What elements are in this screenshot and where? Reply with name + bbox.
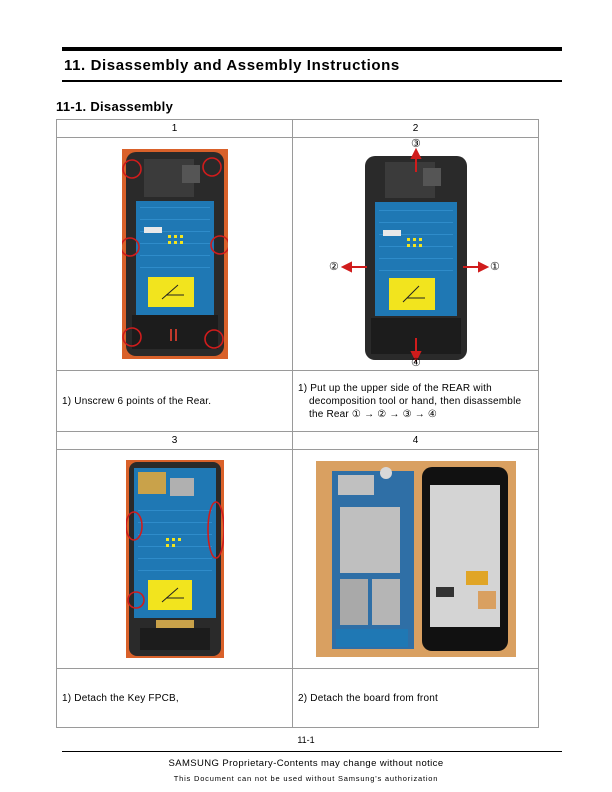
step-2-caption: 1) Put up the upper side of the REAR wit…: [292, 370, 539, 432]
title-rule: [62, 80, 562, 82]
caption-line: decomposition tool or hand, then disasse…: [309, 395, 522, 407]
photo-row: [56, 449, 539, 669]
photo-row: ③ ② ① ④: [56, 137, 539, 371]
rear-screws-photo: [121, 149, 228, 359]
arrow-label-top: ③: [411, 138, 421, 150]
rear-removal-photo: [363, 154, 469, 362]
arrow-label-right: ①: [490, 261, 500, 273]
step-number-row: 3 4: [56, 431, 539, 450]
step-number: 4: [292, 431, 539, 450]
footer-authorization-notice: This Document can not be used without Sa…: [173, 774, 439, 783]
step-number: 3: [56, 431, 293, 450]
step-3-caption: 1) Detach the Key FPCB,: [56, 668, 293, 728]
section-title: 11-1. Disassembly: [56, 99, 174, 114]
step-number: 1: [56, 119, 293, 138]
page-number: 11-1: [297, 735, 315, 745]
step-3-photo-cell: [56, 449, 293, 669]
caption-line: 2) Detach the board from front: [298, 692, 438, 704]
caption-row: 1) Unscrew 6 points of the Rear. 1) Put …: [56, 370, 539, 432]
step-number-row: 1 2: [56, 119, 539, 138]
footer-proprietary-notice: SAMSUNG Proprietary-Contents may change …: [168, 758, 444, 769]
caption-line: 1) Detach the Key FPCB,: [62, 692, 179, 704]
caption-row: 1) Detach the Key FPCB, 2) Detach the bo…: [56, 668, 539, 728]
caption-line: the Rear ① → ② → ③ → ④: [309, 408, 438, 420]
step-2-photo-cell: ③ ② ① ④: [292, 137, 539, 371]
step-1-caption: 1) Unscrew 6 points of the Rear.: [56, 370, 293, 432]
footer-rule: [62, 751, 562, 752]
step-4-caption: 2) Detach the board from front: [292, 668, 539, 728]
disassembly-table: 1 2: [56, 119, 539, 728]
caption-line: 1) Put up the upper side of the REAR wit…: [298, 382, 492, 394]
arrow-label-bottom: ④: [411, 357, 421, 369]
caption-line: 1) Unscrew 6 points of the Rear.: [62, 395, 212, 407]
key-fpcb-photo: [125, 460, 224, 658]
step-number: 2: [292, 119, 539, 138]
top-rule: [62, 47, 562, 51]
step-1-photo-cell: [56, 137, 293, 371]
direction-arrows: [340, 147, 490, 363]
step-4-photo-cell: [292, 449, 539, 669]
board-and-front-photo: [315, 461, 516, 657]
chapter-title: 11. Disassembly and Assembly Instruction…: [64, 57, 400, 74]
arrow-label-left: ②: [329, 261, 339, 273]
